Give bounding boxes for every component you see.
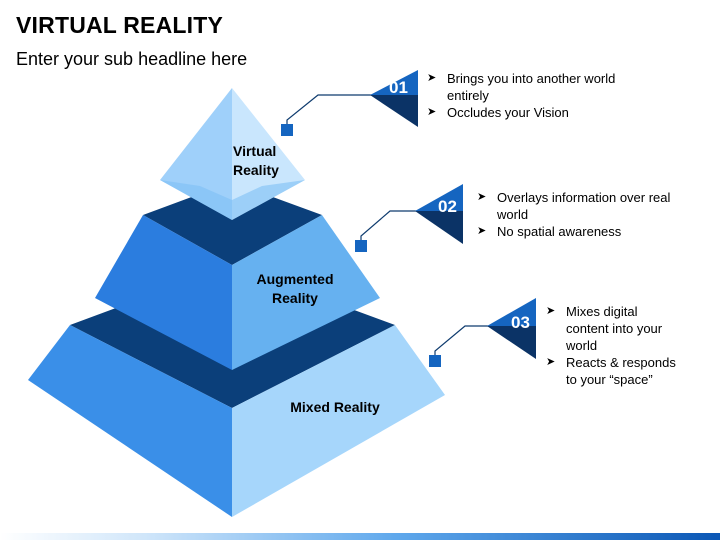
layer-label-virtual-reality: Virtual Reality — [205, 142, 315, 180]
callout-03-marker — [487, 298, 536, 326]
layer-label-line: Mixed Reality — [290, 399, 380, 415]
tier2-right-face — [232, 215, 380, 370]
tier1-overlap — [160, 180, 305, 220]
tier2-left-face — [95, 215, 232, 370]
bullet-item: ➤ No spatial awareness — [477, 223, 677, 240]
layer-label-line: Reality — [233, 162, 279, 178]
bullet-item: ➤ Overlays information over real world — [477, 189, 677, 223]
callout-02-marker-shadow — [415, 211, 463, 244]
bullet-text: Mixes digital content into your world — [566, 304, 663, 353]
bullet-text: Brings you into another world entirely — [447, 71, 616, 103]
callout-02-square — [355, 240, 367, 252]
callout-01-line — [286, 94, 372, 124]
bullet-text: Occludes your Vision — [447, 105, 569, 120]
bullet-item: ➤ Reacts & responds to your “space” — [546, 354, 681, 388]
callout-02-bullets: ➤ Overlays information over real world ➤ N… — [477, 189, 677, 240]
arrowhead-bullet-icon: ➤ — [546, 305, 556, 317]
callout-03-square — [429, 355, 441, 367]
arrowhead-bullet-icon: ➤ — [427, 106, 437, 118]
tier2-top-face — [143, 182, 322, 265]
callout-03-number: 03 — [511, 313, 530, 332]
arrowhead-bullet-icon: ➤ — [477, 225, 487, 237]
layer-label-line: Reality — [272, 290, 318, 306]
page-subtitle: Enter your sub headline here — [16, 49, 248, 69]
arrowhead-bullet-icon: ➤ — [546, 356, 556, 368]
page-title: VIRTUAL REALITY — [16, 12, 224, 38]
bullet-text: Reacts & responds to your “space” — [566, 355, 676, 387]
callout-01-square — [281, 124, 293, 136]
callout-03-bullets: ➤ Mixes digital content into your world ➤… — [546, 303, 681, 388]
callout-01-marker — [370, 70, 418, 95]
layer-label-line: Augmented — [256, 271, 334, 287]
callout-01-marker-shadow — [370, 95, 418, 127]
footer-gradient-bar — [0, 533, 720, 540]
arrowhead-bullet-icon: ➤ — [477, 191, 487, 203]
tier3-left-face — [28, 325, 232, 517]
layer-label-line: Virtual — [233, 143, 277, 159]
callout-01-number: 01 — [389, 78, 408, 97]
tier3-right-face — [232, 325, 445, 517]
bullet-item: ➤ Brings you into another world entirely — [427, 70, 627, 104]
bullet-text: Overlays information over real world — [497, 190, 671, 222]
bullet-item: ➤ Mixes digital content into your world — [546, 303, 681, 354]
callout-03-marker-shadow — [487, 326, 536, 359]
callout-03-line — [434, 325, 490, 355]
layer-label-augmented-reality: Augmented Reality — [230, 270, 360, 308]
callout-02-line — [360, 210, 418, 240]
callout-01-bullets: ➤Brings you into another world entirely … — [427, 70, 627, 121]
bullet-item: ➤ Occludes your Vision — [427, 104, 627, 121]
callout-02-marker — [415, 184, 463, 211]
arrowhead-bullet-icon: ➤ — [427, 72, 437, 84]
bullet-text: No spatial awareness — [497, 224, 622, 239]
layer-label-mixed-reality: Mixed Reality — [270, 398, 400, 417]
callout-02-number: 02 — [438, 197, 457, 216]
